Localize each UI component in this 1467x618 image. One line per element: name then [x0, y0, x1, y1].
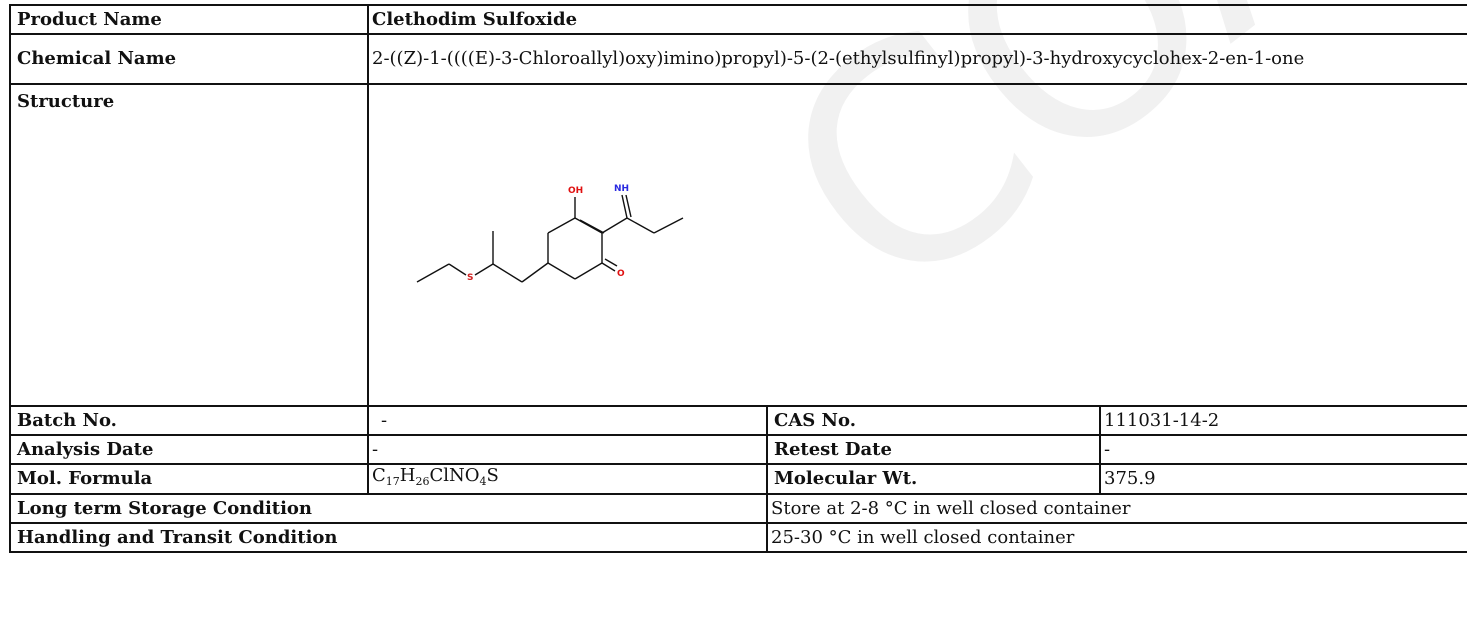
formula-c: C	[372, 465, 386, 486]
molecule-structure-diagram: OH NH S O	[416, 184, 684, 283]
cas-no-value: 111031-14-2	[1099, 405, 1467, 436]
retest-date-value: -	[1099, 434, 1467, 465]
formula-h: H	[399, 465, 416, 486]
coa-table: Product Name Clethodim Sulfoxide Chemica…	[9, 4, 1467, 553]
handling-label: Handling and Transit Condition	[9, 522, 768, 553]
formula-o-count: 4	[479, 475, 487, 488]
retest-date-label: Retest Date	[766, 434, 1101, 465]
atom-oh: OH	[568, 186, 583, 196]
chemical-name-value: 2-((Z)-1-((((E)-3-Chloroallyl)oxy)imino)…	[367, 33, 1467, 85]
mol-formula-value: C17H26ClNO4S	[367, 463, 768, 495]
product-name-label: Product Name	[9, 4, 369, 35]
row-formula-weight: Mol. Formula C17H26ClNO4S Molecular Wt. …	[9, 463, 1467, 495]
row-chemical-name: Chemical Name 2-((Z)-1-((((E)-3-Chloroal…	[9, 33, 1467, 85]
atom-s: S	[467, 273, 473, 283]
molecular-wt-value: 375.9	[1099, 463, 1467, 495]
row-product-name: Product Name Clethodim Sulfoxide	[9, 4, 1467, 35]
storage-label: Long term Storage Condition	[9, 493, 768, 524]
structure-label: Structure	[9, 83, 369, 407]
product-name-value: Clethodim Sulfoxide	[367, 4, 1467, 35]
analysis-date-label: Analysis Date	[9, 434, 369, 465]
molecule-bonds	[416, 194, 684, 283]
row-dates: Analysis Date - Retest Date -	[9, 434, 1467, 465]
formula-clno: ClNO	[429, 465, 480, 486]
row-structure: Structure	[9, 83, 1467, 407]
batch-no-label: Batch No.	[9, 405, 369, 436]
analysis-date-value: -	[367, 434, 768, 465]
batch-no-value: -	[367, 405, 768, 436]
molecular-wt-label: Molecular Wt.	[766, 463, 1101, 495]
formula-h-count: 26	[415, 475, 430, 488]
row-batch-cas: Batch No. - CAS No. 111031-14-2	[9, 405, 1467, 436]
structure-image: OH NH S O	[367, 83, 1467, 407]
handling-value: 25-30 °C in well closed container	[766, 522, 1467, 553]
formula-s: S	[486, 465, 499, 486]
row-storage: Long term Storage Condition Store at 2-8…	[9, 493, 1467, 524]
cas-no-label: CAS No.	[766, 405, 1101, 436]
formula-c-count: 17	[385, 475, 400, 488]
row-handling: Handling and Transit Condition 25-30 °C …	[9, 522, 1467, 553]
atom-nh: NH	[614, 184, 629, 194]
mol-formula-label: Mol. Formula	[9, 463, 369, 495]
chemical-name-label: Chemical Name	[9, 33, 369, 85]
atom-o: O	[617, 269, 625, 279]
storage-value: Store at 2-8 °C in well closed container	[766, 493, 1467, 524]
